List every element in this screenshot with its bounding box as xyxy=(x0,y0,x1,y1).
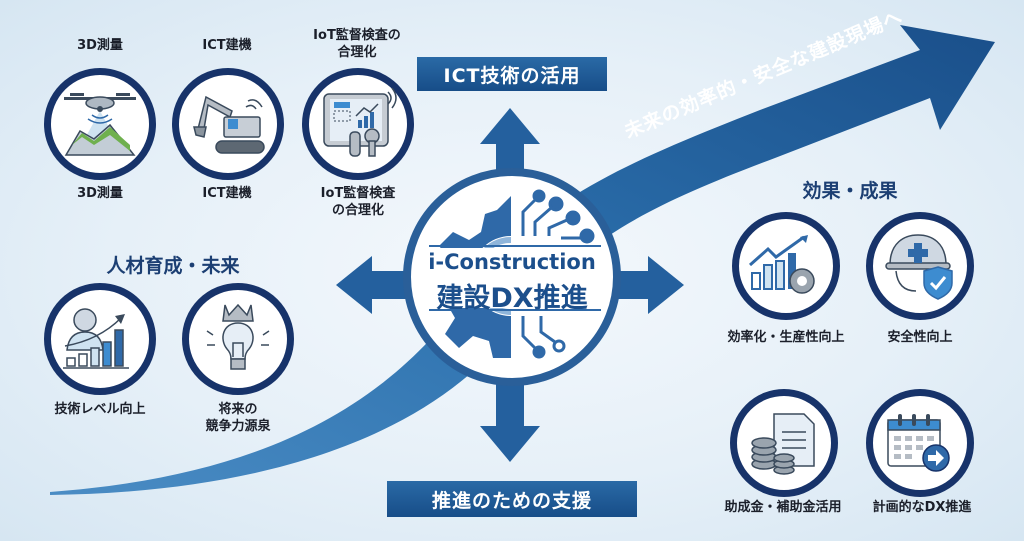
effects-item-productivity xyxy=(732,212,840,320)
center-hub: i-Construction 建設DX推進 xyxy=(403,168,621,386)
person-growth-icon xyxy=(63,308,129,369)
ict-item-drone-survey xyxy=(44,68,156,180)
helmet-shield-icon xyxy=(885,234,953,300)
ict-item-2-bottom-label: ICT建機 xyxy=(202,186,252,201)
excavator-icon xyxy=(193,95,265,154)
effects-item-safety xyxy=(866,212,974,320)
ict-utilization-banner: ICT技術の活用 xyxy=(417,57,607,91)
support-item-subsidies xyxy=(730,389,838,497)
people-item-skill-up xyxy=(44,283,156,395)
support-item-2-label: 計画的なDX推進 xyxy=(872,500,972,515)
ict-item-1-top-label: 3D測量 xyxy=(77,38,123,53)
center-title-en: i-Construction xyxy=(428,250,596,274)
ict-item-3-top-label-2: 合理化 xyxy=(337,45,377,60)
support-banner: 推進のための支援 xyxy=(387,481,637,517)
ict-item-3-bottom-label-2: の合理化 xyxy=(331,203,384,218)
calendar-arrow-icon xyxy=(887,414,950,472)
effects-item-1-label: 効率化・生産性向上 xyxy=(727,330,845,345)
ict-item-iot-inspection xyxy=(302,68,414,180)
ict-item-2-top-label: ICT建機 xyxy=(202,38,252,53)
drone-survey-icon xyxy=(64,93,136,156)
gear-circuit-icon xyxy=(425,189,603,359)
coins-document-icon xyxy=(751,413,815,475)
people-item-2-label-2: 競争力源泉 xyxy=(205,419,271,434)
ict-item-3-top-label-1: IoT監督検査の xyxy=(313,28,401,43)
ict-item-3-bottom-label-1: IoT監督検査 xyxy=(320,186,396,201)
people-item-2-label-1: 将来の xyxy=(218,402,258,417)
support-item-planned-dx xyxy=(866,389,974,497)
tablet-inspection-icon xyxy=(323,87,397,157)
lightbulb-crown-icon xyxy=(206,303,270,370)
people-item-future-competitiveness xyxy=(182,283,294,395)
effects-heading: 効果・成果 xyxy=(802,180,898,202)
ict-item-ict-machinery xyxy=(172,68,284,180)
chart-gear-icon xyxy=(749,235,815,294)
center-title-ja: 建設DX推進 xyxy=(436,283,588,314)
people-item-1-label: 技術レベル向上 xyxy=(54,402,146,417)
ict-item-1-bottom-label: 3D測量 xyxy=(77,186,123,201)
effects-item-2-label: 安全性向上 xyxy=(887,330,953,345)
support-item-1-label: 助成金・補助金活用 xyxy=(724,500,842,515)
people-heading: 人材育成・未来 xyxy=(106,255,240,277)
